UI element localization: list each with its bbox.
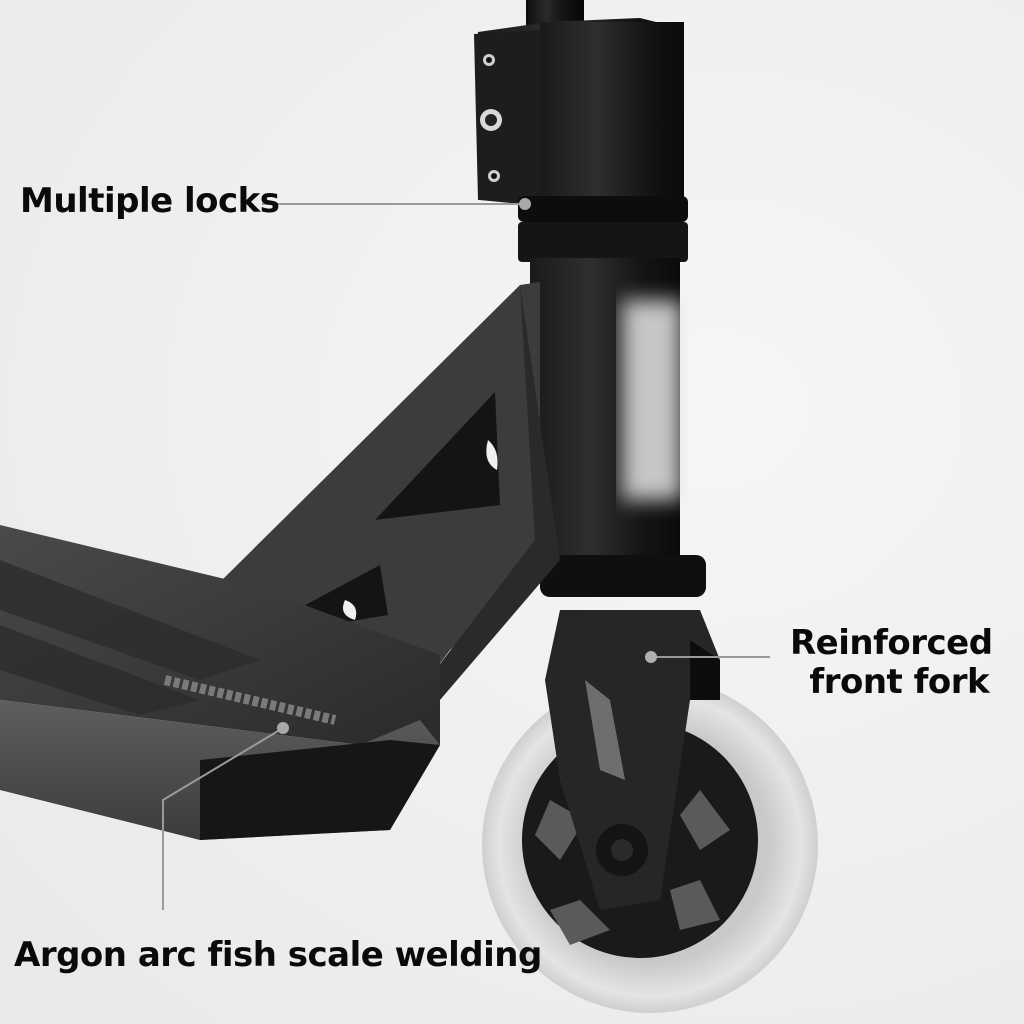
callout-dot-locks	[519, 198, 531, 210]
callout-front-fork-line1: Reinforced	[790, 623, 993, 663]
callout-front-fork: Reinforced front fork	[790, 623, 993, 703]
callout-welding: Argon arc fish scale welding	[14, 935, 542, 975]
callout-front-fork-line2: front fork	[809, 662, 990, 703]
callout-dot-fork	[645, 651, 657, 663]
callout-multiple-locks: Multiple locks	[20, 181, 280, 221]
leader-lines	[162, 203, 770, 910]
callout-dot-welding	[277, 722, 289, 734]
